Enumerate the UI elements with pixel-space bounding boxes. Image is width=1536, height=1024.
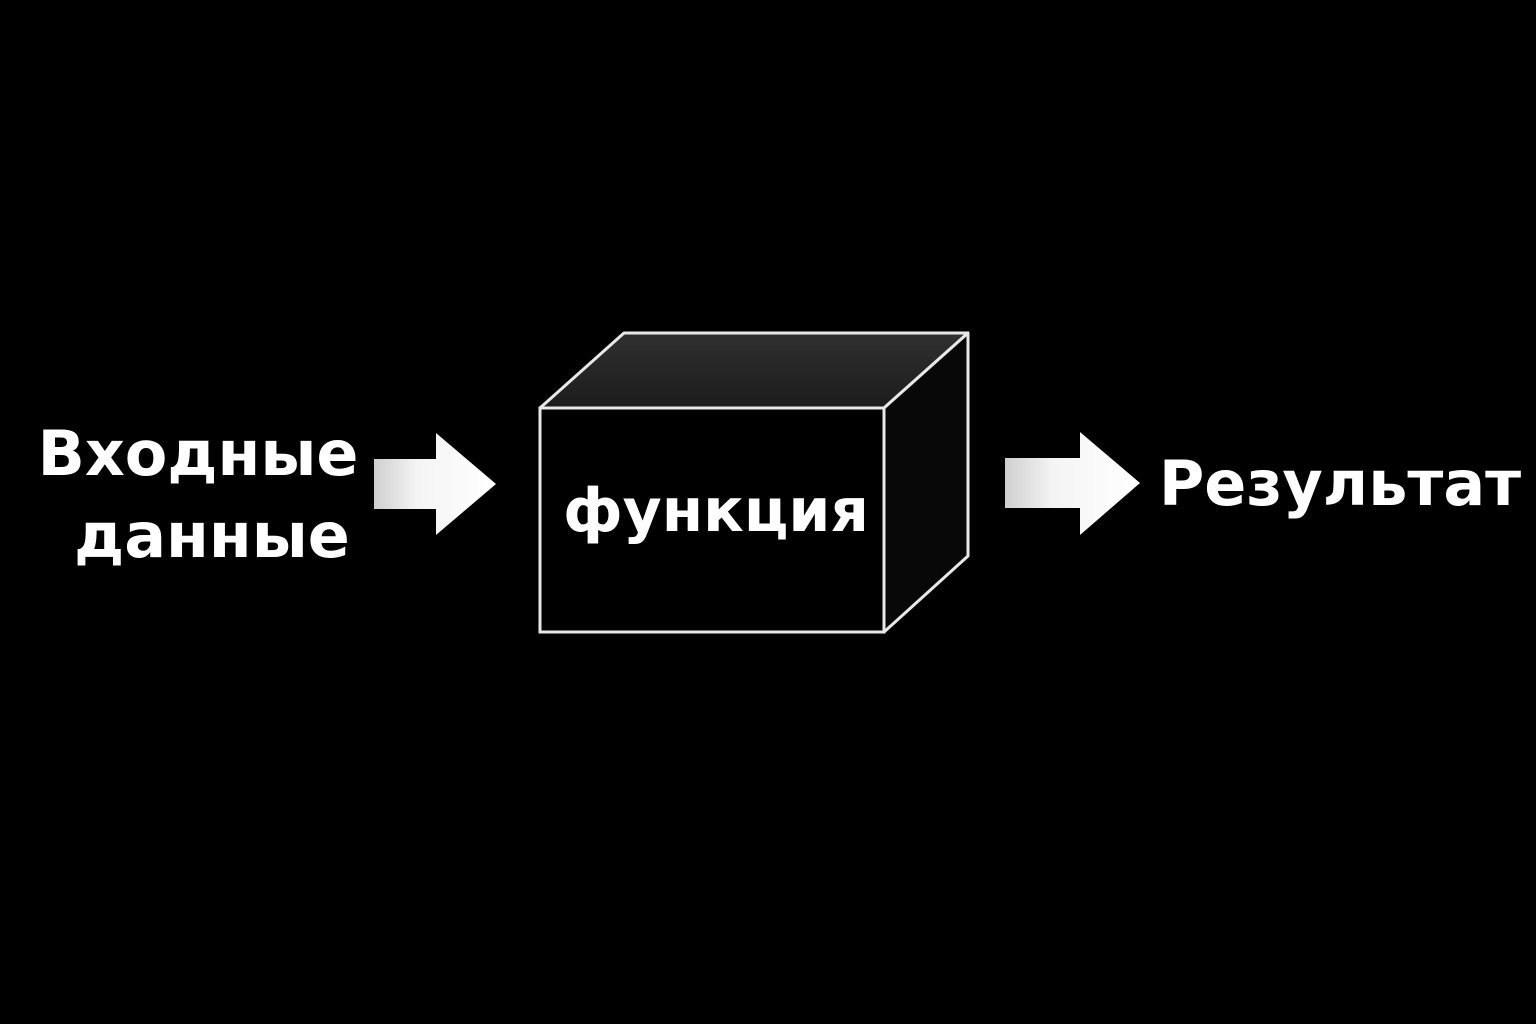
input-arrow-icon [374, 433, 496, 535]
input-label-line1: Входные [38, 417, 359, 490]
output-arrow-icon [1005, 432, 1140, 535]
function-label: функция [563, 476, 869, 546]
function-box: функция [538, 331, 970, 634]
box-front-face [538, 406, 886, 634]
input-label-line2: данные [74, 499, 350, 572]
output-label: Результат [1159, 447, 1521, 520]
